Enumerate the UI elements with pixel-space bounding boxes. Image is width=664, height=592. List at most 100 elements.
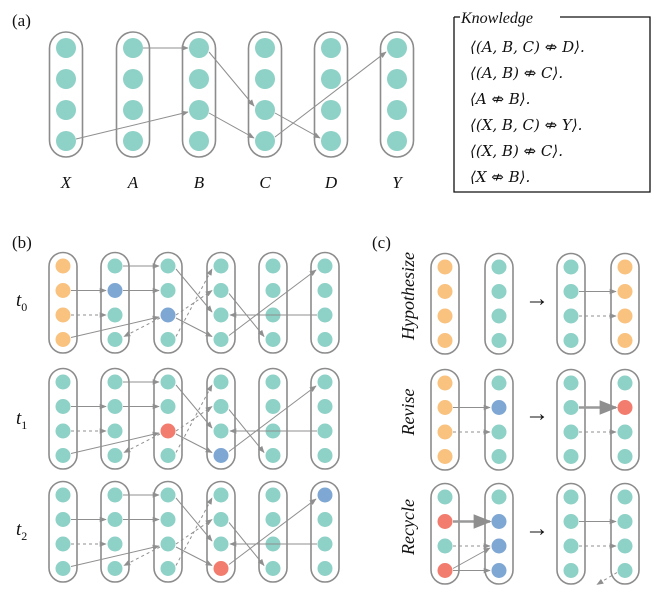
edge	[175, 433, 213, 453]
column-t2-6-frame	[310, 480, 340, 583]
panel-c-columns	[430, 252, 640, 585]
column-revise-1-frame	[430, 368, 460, 471]
column-c-frame	[247, 31, 283, 158]
edge-c-y	[274, 51, 387, 138]
column-t0-6	[310, 251, 340, 354]
column-recycle-2	[484, 482, 514, 585]
column-hypothesize-3-frame	[556, 252, 586, 355]
panel-c-edges	[452, 288, 618, 585]
column-t0-1-node-3	[55, 307, 71, 323]
column-t1-2	[100, 367, 130, 470]
column-hypothesize-2-frame	[484, 252, 514, 355]
column-b-node-2	[189, 69, 209, 89]
column-a-node-3	[123, 100, 143, 120]
column-t2-4-node-2	[213, 512, 229, 527]
column-t2-1	[48, 480, 78, 583]
column-hypothesize-3-node-3	[563, 308, 579, 324]
column-t1-3	[153, 367, 183, 470]
column-revise-2	[484, 368, 514, 471]
transition-arrow-hypothesize: →	[525, 286, 549, 312]
panel-b-label: (b)	[12, 233, 32, 252]
column-t1-2-node-2	[107, 399, 123, 414]
column-revise-1	[430, 368, 460, 471]
column-a-frame	[115, 31, 151, 158]
column-t0-5-node-4	[265, 332, 281, 347]
column-t1-4-frame	[206, 367, 236, 470]
column-x-node-1	[56, 38, 76, 58]
column-t2-3-node-1	[160, 487, 176, 503]
column-hypothesize-1-node-2	[437, 284, 453, 299]
column-t2-3-node-4	[160, 561, 176, 576]
column-b-node-4	[189, 131, 209, 151]
column-t2-1-node-1	[55, 487, 71, 503]
edge	[452, 547, 491, 569]
edge	[175, 384, 213, 429]
column-c	[247, 31, 283, 158]
column-label-d: D	[324, 173, 338, 192]
column-recycle-4-node-2	[617, 514, 633, 529]
column-d-node-4	[321, 131, 341, 151]
column-revise-3-node-3	[563, 424, 579, 440]
column-label-a: A	[127, 173, 139, 192]
knowledge-box-frame	[453, 16, 651, 193]
column-b-frame	[181, 31, 217, 158]
edge	[228, 498, 317, 565]
column-t0-2-node-3	[107, 307, 123, 323]
knowledge-line-5: ⟨(X, B) ⇎ C⟩.	[470, 142, 563, 160]
column-recycle-1-node-1	[437, 489, 453, 505]
edge-b-c2	[208, 112, 255, 139]
column-recycle-1-node-4	[437, 563, 453, 578]
column-t2-4	[206, 480, 236, 583]
knowledge-box: Knowledge ⟨(A, B, C) ⇎ D⟩. ⟨(A, B) ⇎ C⟩.…	[453, 10, 651, 193]
column-revise-3-node-2	[563, 400, 579, 415]
edge	[175, 268, 213, 337]
column-t2-6-node-4	[317, 561, 333, 576]
row-label-recycle: Recycle	[398, 499, 418, 556]
edge	[70, 544, 160, 567]
column-t0-4-node-4	[213, 332, 229, 347]
time-label-t0: t0	[16, 290, 27, 314]
edge	[175, 519, 213, 545]
column-t0-6-frame	[310, 251, 340, 354]
column-label-x: X	[60, 173, 72, 192]
column-hypothesize-4-frame	[610, 252, 640, 355]
column-hypothesize-4-node-1	[617, 259, 633, 275]
column-t1-4-node-4	[213, 448, 229, 463]
column-t1-3-node-2	[160, 399, 176, 414]
column-t2-4-frame	[206, 480, 236, 583]
column-revise-1-node-1	[437, 375, 453, 391]
column-recycle-3-node-4	[563, 563, 579, 578]
column-c-node-1	[255, 38, 275, 58]
column-t1-6-node-1	[317, 374, 333, 390]
column-revise-2-frame	[484, 368, 514, 471]
column-t2-1-frame	[48, 480, 78, 583]
panel-b: (b) t0 t1 t2	[12, 233, 340, 583]
column-t0-3-node-2	[160, 283, 176, 298]
row-label-revise: Revise	[398, 389, 418, 437]
column-recycle-3-node-2	[563, 514, 579, 529]
column-t1-4-node-2	[213, 399, 229, 414]
column-t2-1-node-4	[55, 561, 71, 576]
column-t2-5-node-1	[265, 487, 281, 503]
column-recycle-3	[556, 482, 586, 585]
column-t0-6-node-1	[317, 258, 333, 274]
column-t1-1-node-2	[55, 399, 71, 414]
column-hypothesize-3-node-1	[563, 259, 579, 275]
column-t0-5-node-2	[265, 283, 281, 298]
column-t0-2-node-4	[107, 332, 123, 347]
panel-b-columns	[48, 251, 340, 583]
column-a-node-2	[123, 69, 143, 89]
column-t0-6-node-3	[317, 307, 333, 323]
column-t1-3-node-3	[160, 423, 176, 439]
column-t0-3-node-1	[160, 258, 176, 274]
column-t2-4-node-4	[213, 561, 229, 576]
column-t0-4-node-2	[213, 283, 229, 298]
column-a-node-1	[123, 38, 143, 58]
column-t1-2-node-4	[107, 448, 123, 463]
column-revise-2-node-3	[491, 424, 507, 440]
column-d-node-3	[321, 100, 341, 120]
knowledge-line-3: ⟨A ⇎ B⟩.	[470, 90, 530, 108]
column-t2-6-node-1	[317, 487, 333, 503]
column-t2-2-frame	[100, 480, 130, 583]
column-x-node-2	[56, 69, 76, 89]
